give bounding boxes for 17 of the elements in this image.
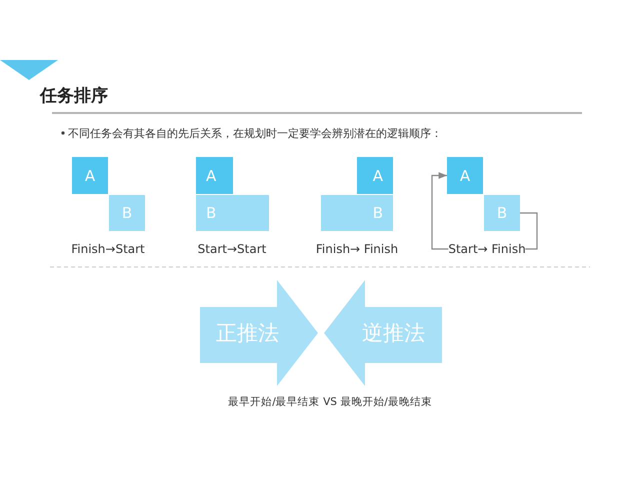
comparison-text: 最早开始/最早结束 VS 最晚开始/最晚结束 [228,395,432,409]
bullet-text: 不同任务会有其各自的先后关系，在规划时一定要学会辨别潜在的逻辑顺序： [68,126,442,141]
task-box: B [321,195,393,231]
slide-title: 任务排序 [40,85,108,107]
task-box: A [357,157,393,194]
task-box: B [109,195,145,231]
relation-label: Finish→Start [71,242,145,256]
task-box: A [447,157,483,194]
task-box: A [72,157,108,194]
relation-label: Finish→ Finish [316,242,398,256]
relation-label: Start→Start [198,242,266,256]
arrow-label: 正推法 [216,320,279,347]
arrow-label: 逆推法 [362,320,425,347]
task-box: B [196,195,269,231]
task-box: B [484,195,520,231]
task-box: A [196,157,233,194]
relation-label: Start→ Finish [448,242,526,256]
